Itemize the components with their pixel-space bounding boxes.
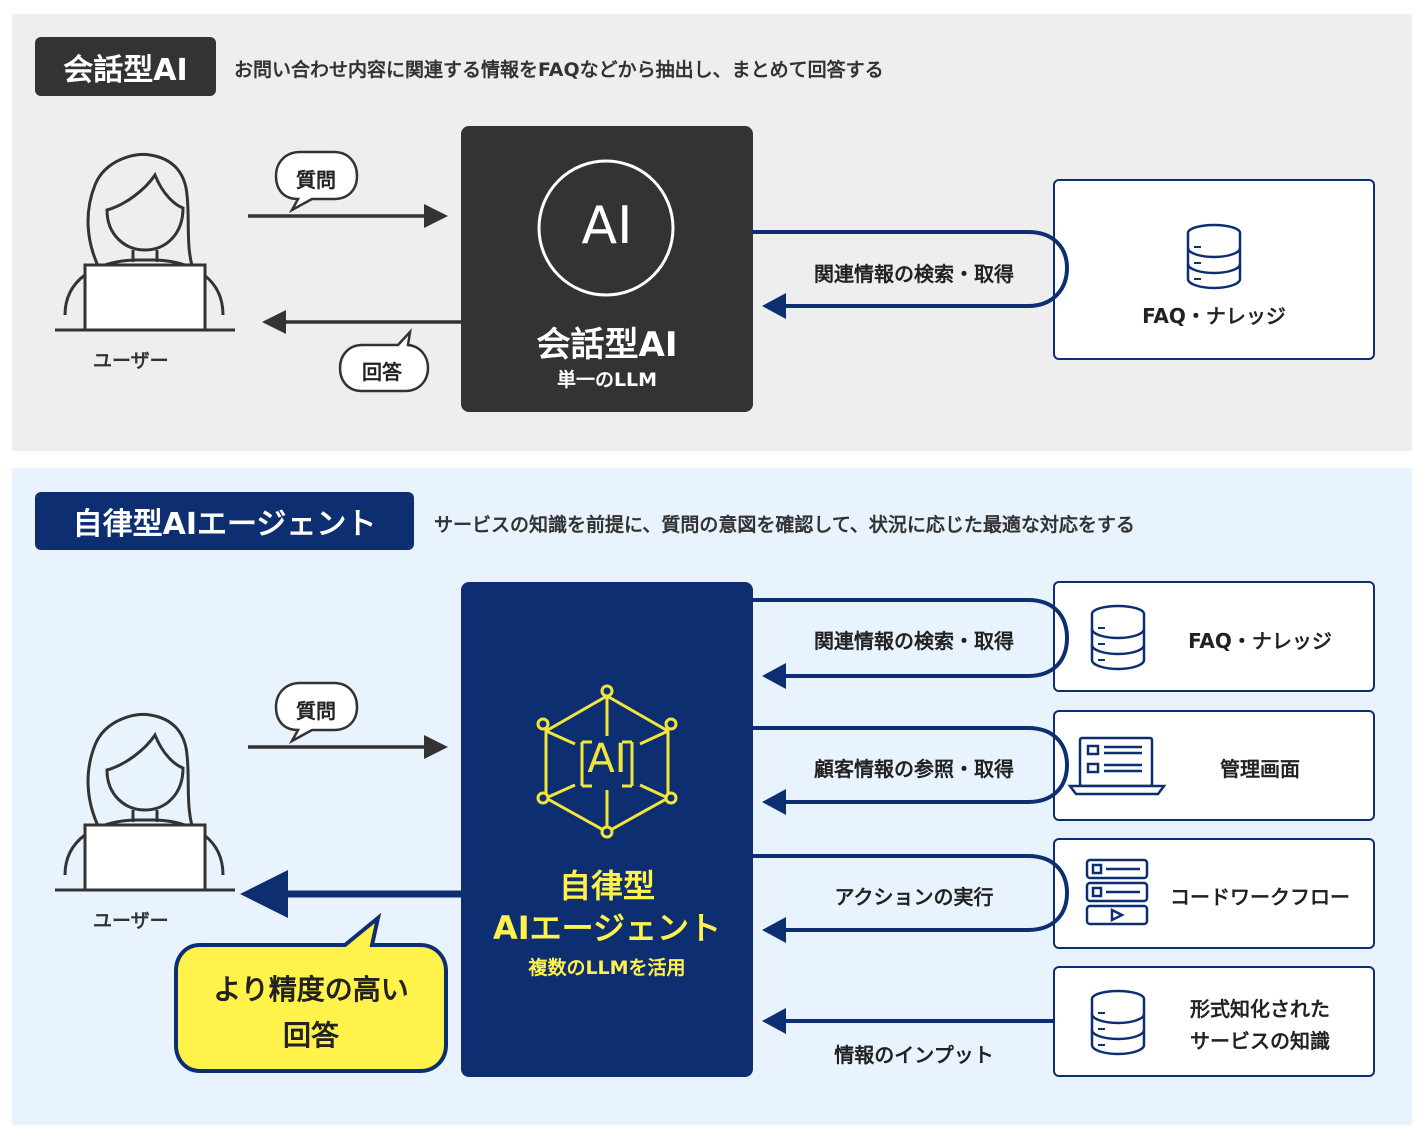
- better-answer-line2: 回答: [282, 1019, 339, 1052]
- conversational-ai-title: 会話型AI: [536, 325, 678, 365]
- source-label-workflow: コードワークフロー: [1170, 885, 1350, 909]
- agent-title-line1: 自律型: [558, 867, 655, 905]
- answer-bubble-top: [338, 328, 430, 393]
- flow-label-action: アクションの実行: [834, 885, 994, 909]
- source-label-faq: FAQ・ナレッジ: [1188, 629, 1332, 653]
- better-answer-line1: より精度の高い: [213, 973, 409, 1006]
- laptop-icon: [1067, 736, 1167, 796]
- ai-circle-icon: [537, 159, 675, 297]
- flow-label-retrieval: 関連情報の検索・取得: [814, 629, 1014, 653]
- user-label-top: ユーザー: [93, 350, 169, 372]
- question-bubble-bottom: [274, 681, 359, 745]
- retrieval-loop-top: [753, 230, 1070, 308]
- question-bubble-top: [274, 150, 359, 214]
- conversational-ai-subtitle: 単一のLLM: [556, 369, 658, 391]
- autonomous-agent-description: サービスの知識を前提に、質問の意図を確認して、状況に応じた最適な対応をする: [434, 514, 1135, 536]
- source-label-knowledge-line1: 形式知化された: [1190, 997, 1330, 1021]
- retrieval-loop-2: [753, 726, 1070, 804]
- answer-bubble-label-top: 回答: [362, 360, 402, 384]
- database-icon-knowledge: [1090, 989, 1146, 1056]
- flow-label-customer: 顧客情報の参照・取得: [814, 757, 1014, 781]
- user-icon-top: [53, 152, 237, 332]
- question-bubble-label-bottom: 質問: [296, 699, 336, 723]
- source-label-knowledge-line2: サービスの知識: [1190, 1029, 1330, 1053]
- user-label-bottom: ユーザー: [93, 910, 169, 932]
- source-label-admin: 管理画面: [1220, 757, 1300, 781]
- ai-icon-text: AI: [581, 196, 633, 256]
- conversational-ai-tag: 会話型AI: [35, 37, 216, 96]
- agent-title-line2: AIエージェント: [492, 909, 722, 947]
- user-icon-bottom: [53, 712, 237, 892]
- database-icon: [1090, 604, 1146, 671]
- conversational-ai-description: お問い合わせ内容に関連する情報をFAQなどから抽出し、まとめて回答する: [234, 59, 884, 81]
- autonomous-agent-tag: 自律型AIエージェント: [35, 492, 414, 550]
- retrieval-loop-3: [753, 854, 1070, 932]
- workflow-icon: [1085, 858, 1149, 926]
- retrieval-loop-1: [753, 598, 1070, 678]
- better-answer-bubble: [174, 912, 448, 1073]
- flow-label-input: 情報のインプット: [834, 1043, 994, 1067]
- faq-knowledge-label-top: FAQ・ナレッジ: [1142, 304, 1286, 328]
- retrieval-label-top: 関連情報の検索・取得: [814, 262, 1014, 286]
- ai-network-icon: [536, 684, 678, 839]
- question-bubble-label-top: 質問: [296, 168, 336, 192]
- conversational-ai-box: [461, 126, 753, 412]
- ai-network-icon-text: AI: [587, 736, 627, 782]
- database-icon-top: [1186, 223, 1242, 290]
- agent-subtitle: 複数のLLMを活用: [528, 957, 686, 979]
